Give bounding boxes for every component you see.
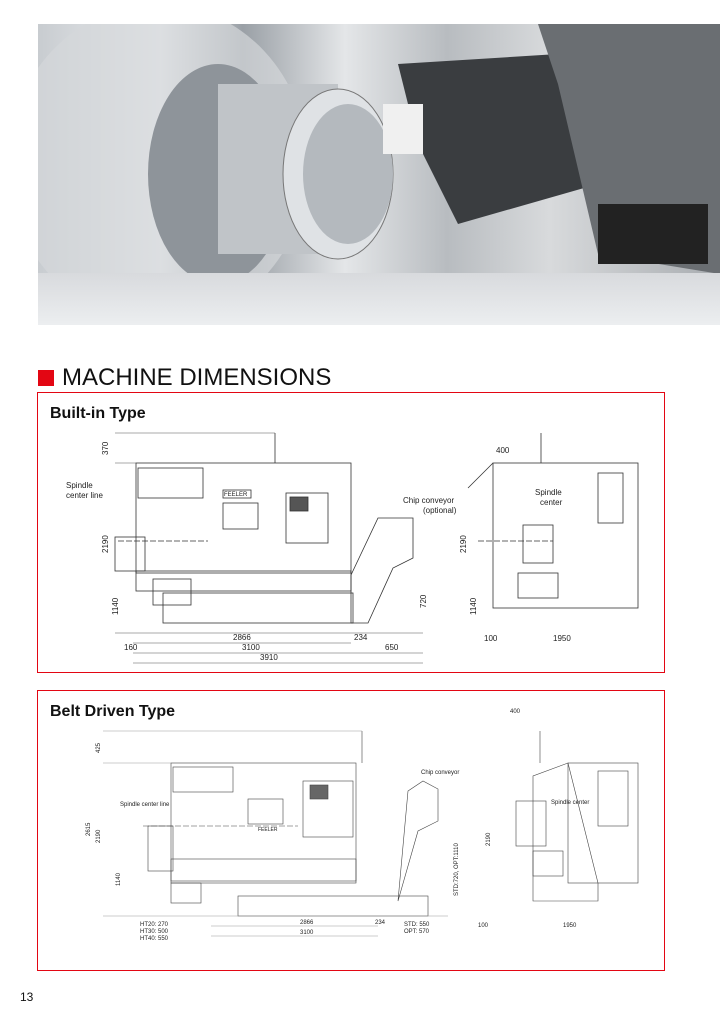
dim-425: 425 — [96, 742, 102, 753]
label-chip-optional: (optional) — [423, 506, 457, 515]
dim-ht40: HT40: 550 — [140, 936, 169, 942]
belt-drawing: 425 2615 2190 1140 STD:720, OPT:1110 286… — [86, 709, 639, 942]
side-dim-400: 400 — [496, 446, 510, 455]
dim-1140: 1140 — [116, 872, 122, 886]
red-square-bullet — [38, 370, 54, 386]
side-dim-100: 100 — [484, 634, 498, 643]
dim-2190: 2190 — [96, 829, 102, 843]
dim-2866: 2866 — [300, 920, 314, 926]
label-spindle-center: Spindle — [535, 488, 562, 497]
belt-driven-type-panel: Belt Driven Type 425 2615 2190 1140 STD:… — [37, 690, 665, 971]
photo-floor — [38, 273, 720, 325]
label-spindle-line: Spindle center line — [120, 802, 170, 808]
dim-std: STD: 550 — [404, 922, 430, 928]
belt-side-view — [515, 731, 639, 902]
label-chip-conveyor: Chip conveyor — [421, 770, 459, 776]
side-dim-2190: 2190 — [459, 535, 468, 553]
side-dim-1140: 1140 — [469, 597, 478, 615]
dim-ht20: HT20: 270 — [140, 922, 169, 928]
side-dim-400: 400 — [510, 709, 521, 715]
dim-650: 650 — [385, 643, 399, 652]
label-chip-conveyor: Chip conveyor — [403, 496, 454, 505]
dim-conveyor-height: STD:720, OPT:1110 — [454, 843, 460, 896]
label-spindle-line-2: center line — [66, 491, 103, 500]
dim-ht30: HT30: 500 — [140, 929, 169, 935]
builtin-title: Built-in Type — [50, 405, 146, 422]
dim-opt: OPT: 570 — [404, 929, 430, 935]
side-dim-1950: 1950 — [563, 923, 577, 929]
side-dim-100: 100 — [478, 923, 489, 929]
builtin-side-view — [467, 433, 639, 609]
dim-370: 370 — [101, 441, 110, 455]
dim-3100: 3100 — [242, 643, 260, 652]
dim-234: 234 — [375, 920, 386, 926]
dim-1140: 1140 — [111, 597, 120, 615]
dim-2615: 2615 — [86, 822, 92, 836]
side-dim-2190: 2190 — [486, 832, 492, 846]
brand-label: FEELER — [224, 492, 248, 498]
dim-720: 720 — [419, 594, 428, 608]
dim-234: 234 — [354, 633, 368, 642]
builtin-front-view — [114, 433, 414, 624]
builtin-drawing: 370 2190 1140 720 2866 234 160 3100 650 … — [66, 432, 639, 664]
dim-3100: 3100 — [300, 930, 314, 936]
dim-2190: 2190 — [101, 535, 110, 553]
belt-title: Belt Driven Type — [50, 703, 176, 720]
belt-front-view — [143, 731, 439, 917]
dim-2866: 2866 — [233, 633, 251, 642]
section-title: MACHINE DIMENSIONS — [62, 364, 332, 391]
photo-illustration — [38, 24, 720, 324]
builtin-type-panel: Built-in Type 370 2190 1140 720 2866 234… — [37, 392, 665, 673]
dim-3910: 3910 — [260, 653, 278, 662]
side-dim-1950: 1950 — [553, 634, 571, 643]
label-spindle-center-2: center — [540, 498, 563, 507]
dim-160: 160 — [124, 643, 138, 652]
brand-label: FEELER — [258, 827, 278, 833]
section-heading: MACHINE DIMENSIONS — [38, 364, 331, 392]
label-spindle-line: Spindle — [66, 481, 93, 490]
hero-photo-lathe-machining — [38, 24, 720, 325]
label-spindle-center: Spindle center — [551, 800, 589, 806]
page-number: 13 — [20, 990, 34, 1004]
